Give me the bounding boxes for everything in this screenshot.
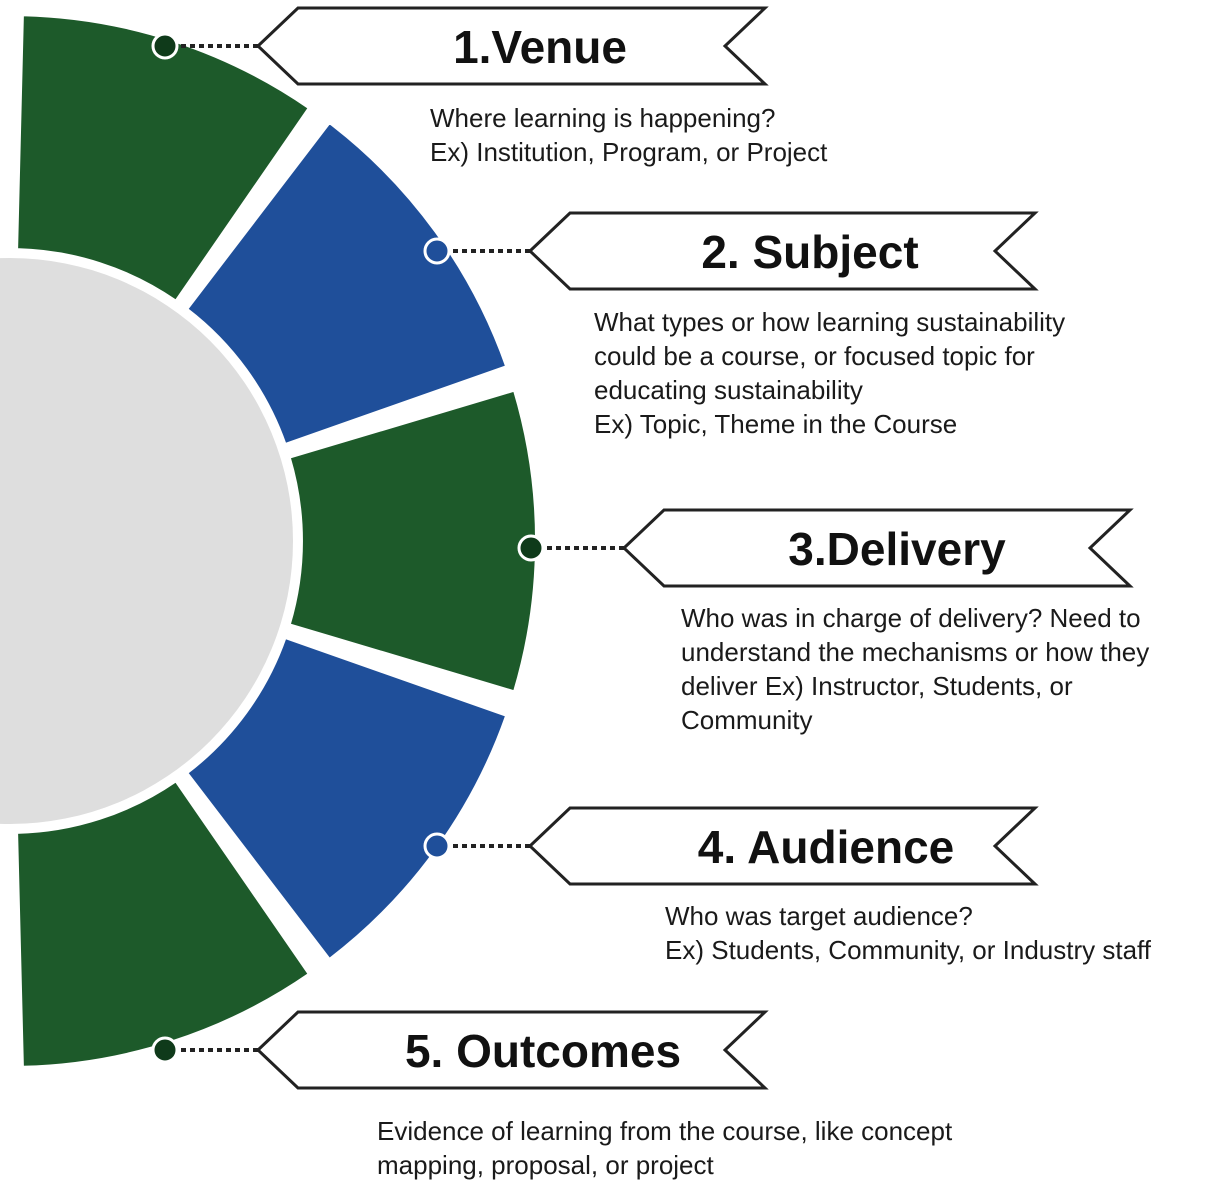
desc-venue-line: Ex) Institution, Program, or Project [430,137,828,167]
desc-venue: Where learning is happening? Ex) Institu… [430,101,827,169]
banner-delivery [621,508,1134,588]
desc-delivery: Who was in charge of delivery? Need to u… [681,601,1149,737]
title-venue: 1.Venue [453,21,627,73]
desc-subject: What types or how learning sustainabilit… [594,305,1065,441]
desc-outcomes: Evidence of learning from the course, li… [377,1114,952,1182]
desc-delivery-line: deliver Ex) Instructor, Students, or [681,671,1073,701]
desc-audience-line: Ex) Students, Community, or Industry sta… [665,935,1152,965]
title-outcomes: 5. Outcomes [405,1025,681,1077]
banner-outcomes [255,1010,769,1090]
desc-audience-line: Who was target audience? [665,901,973,931]
desc-subject-line: Ex) Topic, Theme in the Course [594,409,958,439]
core-circle [0,258,293,824]
desc-subject-line: could be a course, or focused topic for [594,341,1035,371]
banner-subject [527,211,1039,291]
segment-venue [16,14,311,302]
segment-subject [185,121,508,446]
title-subject: 2. Subject [701,226,918,278]
dot-outcomes [151,1036,179,1064]
banner-audience [527,806,1039,886]
segment-outcomes [16,780,311,1068]
desc-outcomes-line: Evidence of learning from the course, li… [377,1116,953,1146]
dot-venue [151,32,179,60]
desc-venue-line: Where learning is happening? [430,103,776,133]
segment-audience [185,636,508,961]
dot-subject [423,237,451,265]
desc-audience: Who was target audience? Ex) Students, C… [665,899,1151,967]
desc-delivery-line: understand the mechanisms or how they [681,637,1150,667]
dot-delivery [517,534,545,562]
desc-outcomes-line: mapping, proposal, or project [377,1150,714,1180]
segment-delivery [288,389,538,693]
title-delivery: 3.Delivery [788,523,1006,575]
desc-delivery-line: Community [681,705,813,735]
dot-audience [423,832,451,860]
desc-delivery-line: Who was in charge of delivery? Need to [681,603,1141,633]
title-audience: 4. Audience [698,821,954,873]
desc-subject-line: What types or how learning sustainabilit… [594,307,1066,337]
desc-subject-line: educating sustainability [594,375,863,405]
banner-venue [255,6,769,86]
